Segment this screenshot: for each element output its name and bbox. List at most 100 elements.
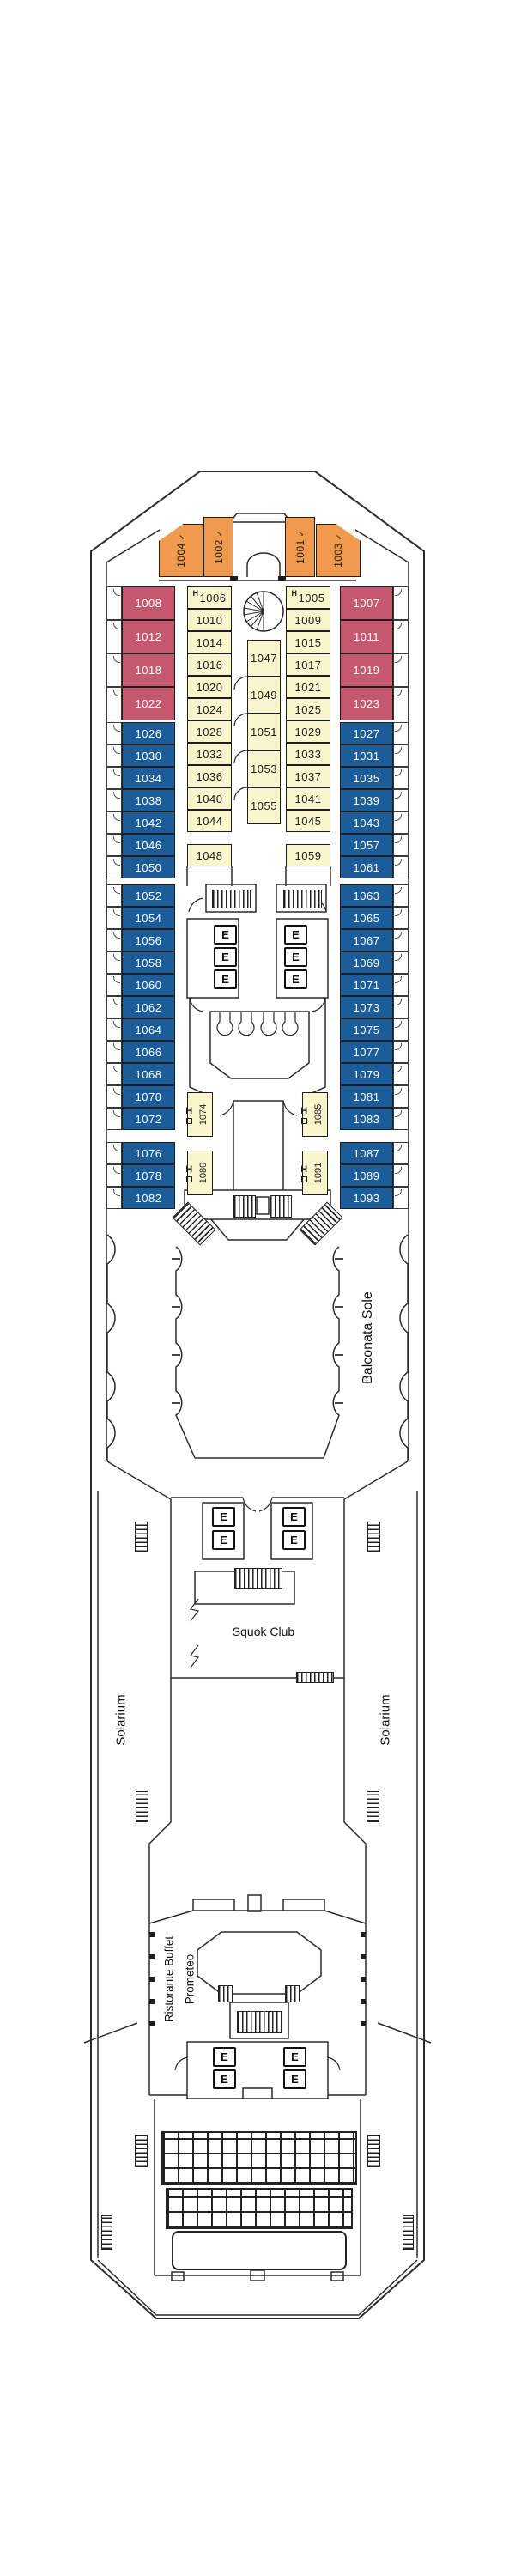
cabin-1044[interactable]: 1044 <box>187 810 232 832</box>
cabin-1009[interactable]: 1009 <box>286 609 330 631</box>
cabin-1075[interactable]: 1075 <box>340 1018 393 1041</box>
cabin-1054[interactable]: 1054 <box>122 907 175 929</box>
door-arc-icon <box>395 1043 402 1050</box>
cabin-1029[interactable]: 1029 <box>286 720 330 743</box>
cabin-1058[interactable]: 1058 <box>122 951 175 974</box>
cabin-1061[interactable]: 1061 <box>340 856 393 878</box>
cabin-1046[interactable]: 1046 <box>122 834 175 856</box>
cabin-1067[interactable]: 1067 <box>340 929 393 951</box>
cabin-1022[interactable]: 1022 <box>122 687 175 720</box>
cabin-1051[interactable]: 1051 <box>247 714 281 750</box>
cabin-1020[interactable]: 1020 <box>187 676 232 698</box>
cabin-1042[interactable]: 1042 <box>122 811 175 834</box>
cabin-1071[interactable]: 1071 <box>340 974 393 996</box>
cabin-1008[interactable]: 1008 <box>122 586 175 620</box>
cabin-1082[interactable]: 1082 <box>122 1187 175 1209</box>
cabin-1035[interactable]: 1035 <box>340 767 393 789</box>
door-arc-icon <box>395 814 402 821</box>
door-arc-icon <box>395 656 402 663</box>
cabin-1050[interactable]: 1050 <box>122 856 175 878</box>
cabin-1053[interactable]: 1053 <box>247 750 281 787</box>
cabin-1059[interactable]: 1059 <box>286 844 330 866</box>
balcony-cell <box>106 1041 122 1063</box>
cabin-1079[interactable]: 1079 <box>340 1063 393 1085</box>
cabin-1014[interactable]: 1014 <box>187 631 232 653</box>
cabin-1062[interactable]: 1062 <box>122 996 175 1018</box>
cabin-1027[interactable]: 1027 <box>340 722 393 744</box>
cabin-1063[interactable]: 1063 <box>340 884 393 907</box>
cabin-1072[interactable]: 1072 <box>122 1108 175 1130</box>
cabin-1093[interactable]: 1093 <box>340 1187 393 1209</box>
stairs <box>296 1672 334 1683</box>
cabin-1060[interactable]: 1060 <box>122 974 175 996</box>
cabin-1025[interactable]: 1025 <box>286 698 330 720</box>
cabin-1016[interactable]: 1016 <box>187 653 232 676</box>
cabin-1057[interactable]: 1057 <box>340 834 393 856</box>
cabin-1033[interactable]: 1033 <box>286 743 330 765</box>
ristorante-buffet-label-line2: Prometeo <box>183 1953 197 2005</box>
accessible-icon: H <box>300 1163 308 1175</box>
cabin-1073[interactable]: 1073 <box>340 996 393 1018</box>
cabin-1087[interactable]: 1087 <box>340 1142 393 1164</box>
cabin-1007[interactable]: 1007 <box>340 586 393 620</box>
cabin-1043[interactable]: 1043 <box>340 811 393 834</box>
cabin-1032[interactable]: 1032 <box>187 743 232 765</box>
cabin-1031[interactable]: 1031 <box>340 744 393 767</box>
cabin-1010[interactable]: 1010 <box>187 609 232 631</box>
cabin-1070[interactable]: 1070 <box>122 1085 175 1108</box>
cabin-1017[interactable]: 1017 <box>286 653 330 676</box>
cabin-1041[interactable]: 1041 <box>286 787 330 810</box>
cabin-1078[interactable]: 1078 <box>122 1164 175 1187</box>
cabin-1048[interactable]: 1048 <box>187 844 232 866</box>
cabin-1037[interactable]: 1037 <box>286 765 330 787</box>
cabin-1026[interactable]: 1026 <box>122 722 175 744</box>
cabin-1002[interactable]: 1002✓ <box>203 517 233 577</box>
cabin-1001[interactable]: 1001✓ <box>285 517 315 577</box>
cabin-1081[interactable]: 1081 <box>340 1085 393 1108</box>
cabin-1045[interactable]: 1045 <box>286 810 330 832</box>
cabin-1052[interactable]: 1052 <box>122 884 175 907</box>
balcony-cell <box>393 1085 409 1108</box>
cabin-1049[interactable]: 1049 <box>247 677 281 714</box>
cabin-1012[interactable]: 1012 <box>122 620 175 653</box>
cabin-1030[interactable]: 1030 <box>122 744 175 767</box>
balcony-cell <box>106 1187 122 1209</box>
balcony-cell <box>106 586 122 620</box>
cabin-1021[interactable]: 1021 <box>286 676 330 698</box>
balcony-cell <box>106 1164 122 1187</box>
cabin-1011[interactable]: 1011 <box>340 620 393 653</box>
cabin-1065[interactable]: 1065 <box>340 907 393 929</box>
cabin-1018[interactable]: 1018 <box>122 653 175 687</box>
cabin-1055[interactable]: 1055 <box>247 787 281 824</box>
cabin-1015[interactable]: 1015 <box>286 631 330 653</box>
cabin-1047[interactable]: 1047 <box>247 640 281 677</box>
cabin-1083[interactable]: 1083 <box>340 1108 393 1130</box>
stairs <box>403 2215 414 2250</box>
cabin-1039[interactable]: 1039 <box>340 789 393 811</box>
cabin-1066[interactable]: 1066 <box>122 1041 175 1063</box>
cabin-1024[interactable]: 1024 <box>187 698 232 720</box>
cabin-1068[interactable]: 1068 <box>122 1063 175 1085</box>
cabin-1023[interactable]: 1023 <box>340 687 393 720</box>
cabin-1019[interactable]: 1019 <box>340 653 393 687</box>
accessible-box-icon <box>185 1117 192 1124</box>
cabin-1040[interactable]: 1040 <box>187 787 232 810</box>
cabin-1069[interactable]: 1069 <box>340 951 393 974</box>
sun-lounger-grid <box>166 2188 353 2229</box>
cabin-1089[interactable]: 1089 <box>340 1164 393 1187</box>
cabin-1056[interactable]: 1056 <box>122 929 175 951</box>
cabin-1064[interactable]: 1064 <box>122 1018 175 1041</box>
cabin-1038[interactable]: 1038 <box>122 789 175 811</box>
cabin-1034[interactable]: 1034 <box>122 767 175 789</box>
cabin-1076[interactable]: 1076 <box>122 1142 175 1164</box>
cabin-1036[interactable]: 1036 <box>187 765 232 787</box>
cabin-1077[interactable]: 1077 <box>340 1041 393 1063</box>
cabin-1028[interactable]: 1028 <box>187 720 232 743</box>
